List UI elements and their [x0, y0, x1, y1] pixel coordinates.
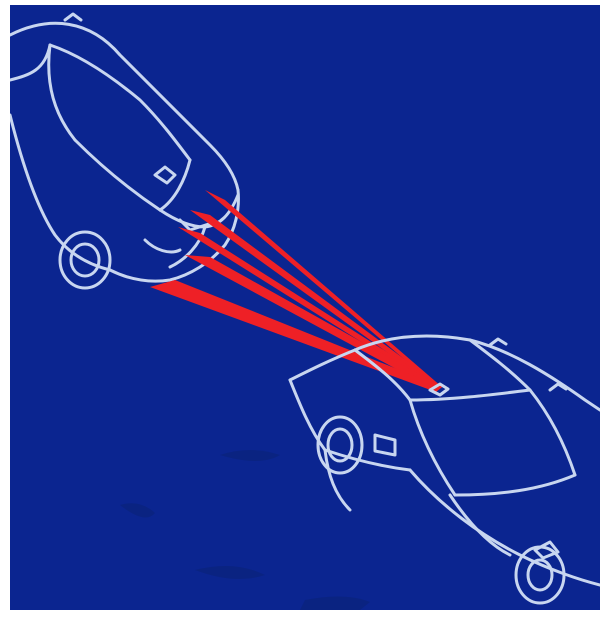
- car-laser-illustration: [10, 5, 600, 610]
- background: [10, 5, 600, 610]
